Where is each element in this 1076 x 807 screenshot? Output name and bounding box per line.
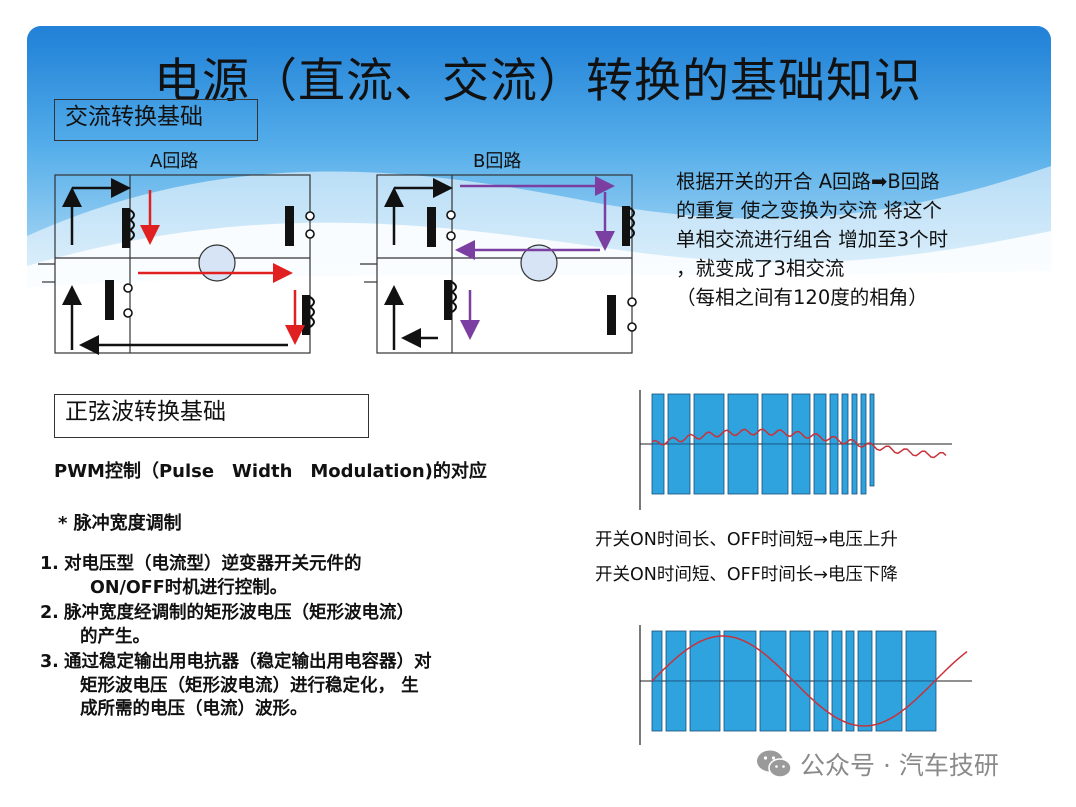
pwm-pulse	[689, 630, 721, 682]
pwm-pulse	[845, 630, 855, 682]
pwm-pulse	[723, 680, 757, 732]
pwm-pulse	[651, 680, 663, 732]
pwm-pulse	[813, 443, 827, 495]
description-line: 的重复 使之变换为交流 将这个	[676, 199, 942, 222]
description-line: 根据开关的开合 A回路➡B回路	[676, 170, 940, 193]
circuit-b-current-arrows	[384, 176, 615, 350]
list-item-line: ON/OFF时机进行控制。	[90, 577, 288, 598]
circuit-b-wires	[360, 174, 633, 354]
list-item-number: 2.	[40, 603, 59, 623]
pwm-pulse	[875, 630, 903, 682]
pwm-pulse	[791, 443, 811, 495]
pwm-title: PWM控制（Pulse Width Modulation)的对应	[54, 461, 487, 482]
pwm-pulse	[905, 680, 937, 732]
circuit-a-diagram	[38, 174, 315, 355]
pwm-pulse	[860, 443, 867, 495]
pwm-pulse	[845, 680, 855, 732]
pwm-waveform-bottom	[639, 625, 972, 745]
pwm-pulse	[727, 443, 759, 495]
pwm-pulse	[813, 630, 829, 682]
pwm-list: 1. 对电压型（电流型）逆变器开关元件的 ON/OFF时机进行控制。 2. 脉冲…	[40, 553, 540, 724]
watermark-text: 公众号 · 汽车技研	[800, 751, 999, 780]
pwm-pulse	[667, 443, 691, 495]
circuit-a-current-arrows	[62, 178, 305, 355]
pwm-pulse	[651, 393, 665, 445]
description-line: （每相之间有120度的相角）	[676, 286, 928, 309]
circuit-a-switches	[105, 206, 315, 335]
pwm-pulse	[857, 680, 873, 732]
pwm-pulse	[761, 443, 789, 495]
pwm-pulse	[665, 630, 687, 682]
pwm-pulse	[761, 393, 789, 445]
circuit-a-wires	[38, 174, 311, 354]
pwm-pulse	[860, 393, 867, 445]
description-line: ，就变成了3相交流	[676, 257, 845, 280]
pwm-pulse	[875, 680, 903, 732]
list-item: 1. 对电压型（电流型）逆变器开关元件的 ON/OFF时机进行控制。	[40, 553, 540, 600]
page-title: 电源（直流、交流）转换的基础知识	[154, 54, 922, 109]
list-item-line: 对电压型（电流型）逆变器开关元件的	[64, 554, 362, 574]
pwm-pulse	[727, 393, 759, 445]
circuit-b-label: B回路	[473, 151, 522, 172]
circuit-b-motor	[520, 244, 558, 282]
waveform-note-down: 开关ON时间短、OFF时间长→电压下降	[595, 565, 898, 585]
wechat-icon	[757, 750, 792, 778]
list-item-line: 的产生。	[80, 626, 150, 647]
section-ac-basics: 交流转换基础	[54, 99, 258, 141]
pwm-pulse	[759, 630, 787, 682]
pwm-pulse	[905, 630, 937, 682]
output-waveform	[651, 428, 947, 459]
list-item-line: 矩形波电压（矩形波电流）进行稳定化， 生	[80, 675, 419, 696]
pwm-pulse	[851, 393, 858, 445]
pwm-pulse	[789, 630, 811, 682]
section-sine-basics: 正弦波转换基础	[54, 394, 369, 438]
circuit-a-motor	[198, 244, 236, 282]
list-item: 3. 通过稳定输出用电抗器（稳定输出用电容器）对 矩形波电压（矩形波电流）进行稳…	[40, 651, 540, 722]
list-item-line: 通过稳定输出用电抗器（稳定输出用电容器）对	[64, 652, 432, 672]
pwm-pulse	[665, 680, 687, 732]
pwm-pulse	[857, 630, 873, 682]
circuit-a-label: A回路	[150, 151, 199, 172]
list-item-line: 脉冲宽度经调制的矩形波电压（矩形波电流）	[64, 603, 414, 623]
pwm-pulse	[829, 443, 839, 495]
circuit-b-switches	[427, 206, 637, 335]
list-item-number: 3.	[40, 652, 59, 672]
pwm-pulse	[791, 393, 811, 445]
pwm-subtitle: * 脉冲宽度调制	[58, 513, 182, 534]
pwm-pulse	[831, 630, 843, 682]
pwm-pulse	[689, 680, 721, 732]
pwm-pulse	[831, 680, 843, 732]
pwm-pulse	[693, 443, 725, 495]
pwm-pulse	[869, 443, 875, 487]
pwm-pulse	[851, 443, 858, 495]
output-waveform	[651, 635, 968, 727]
waveform-note-up: 开关ON时间长、OFF时间短→电压上升	[595, 530, 898, 550]
pwm-pulse	[841, 393, 849, 445]
description-line: 单相交流进行组合 增加至3个时	[676, 228, 949, 251]
pwm-pulse	[841, 443, 849, 495]
ac-description: 根据开关的开合 A回路➡B回路 的重复 使之变换为交流 将这个 单相交流进行组合…	[676, 167, 1016, 312]
list-item-line: 成所需的电压（电流）波形。	[80, 699, 308, 719]
pwm-pulse	[789, 680, 811, 732]
pwm-waveform-top	[639, 390, 952, 510]
pwm-pulse	[759, 680, 787, 732]
pwm-pulse	[651, 443, 665, 495]
circuit-b-diagram	[360, 174, 637, 354]
list-item-number: 1.	[40, 554, 59, 574]
list-item: 2. 脉冲宽度经调制的矩形波电压（矩形波电流） 的产生。	[40, 602, 540, 649]
watermark: 公众号 · 汽车技研	[756, 746, 999, 782]
pwm-pulse	[869, 393, 875, 445]
